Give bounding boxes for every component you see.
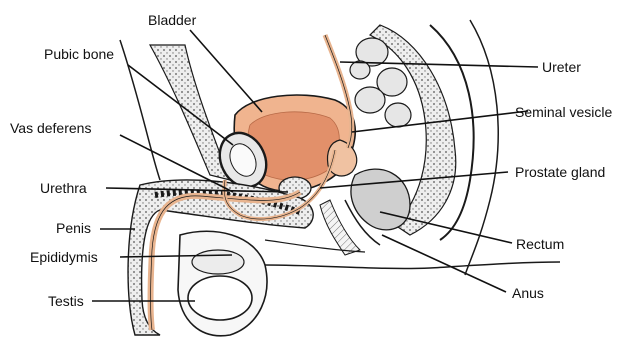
label-epididymis: Epididymis [30, 249, 98, 265]
label-vas-deferens: Vas deferens [10, 120, 91, 136]
body-outline-front [120, 40, 160, 180]
label-pubic-bone: Pubic bone [44, 46, 114, 62]
label-bladder: Bladder [148, 12, 196, 28]
testis-shape [188, 276, 252, 320]
label-prostate-gland: Prostate gland [515, 164, 605, 180]
label-rectum: Rectum [516, 236, 564, 252]
label-penis: Penis [56, 220, 91, 236]
label-urethra: Urethra [40, 180, 87, 196]
label-ureter: Ureter [542, 59, 581, 75]
pelvic-floor-muscle [320, 200, 360, 255]
label-seminal-vesicle: Seminal vesicle [515, 104, 612, 120]
label-testis: Testis [48, 293, 84, 309]
thigh-outline [265, 262, 560, 268]
rectum-shape [351, 169, 410, 230]
epididymis-shape [192, 250, 244, 274]
back-outline [465, 20, 498, 275]
label-anus: Anus [512, 285, 544, 301]
